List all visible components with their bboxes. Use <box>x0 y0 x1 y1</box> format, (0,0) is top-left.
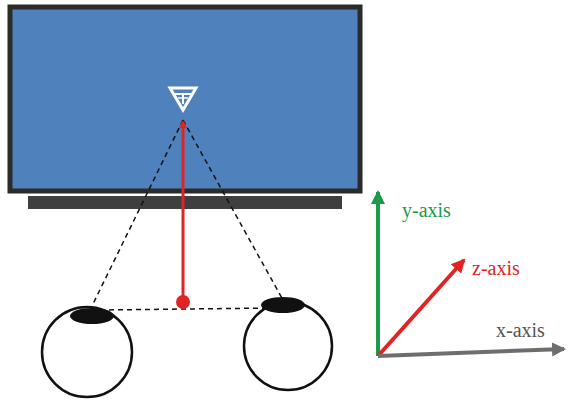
gaze-arrow <box>182 122 185 302</box>
axis-label: x-axis <box>496 320 545 340</box>
right-eye <box>244 297 332 390</box>
target-symbol <box>170 88 196 110</box>
sight-line <box>183 120 283 300</box>
screen-base <box>28 196 342 209</box>
axis-label: y-axis <box>402 200 451 220</box>
x-axis-arrow <box>378 349 564 356</box>
eye-baseline <box>100 308 275 310</box>
y-axis-arrow <box>376 192 380 356</box>
screen <box>10 7 360 191</box>
midpoint-dot <box>176 295 190 309</box>
axis-label: z-axis <box>472 258 520 278</box>
sight-line <box>92 120 183 306</box>
z-axis-arrow <box>378 260 464 356</box>
left-eye <box>42 307 132 397</box>
